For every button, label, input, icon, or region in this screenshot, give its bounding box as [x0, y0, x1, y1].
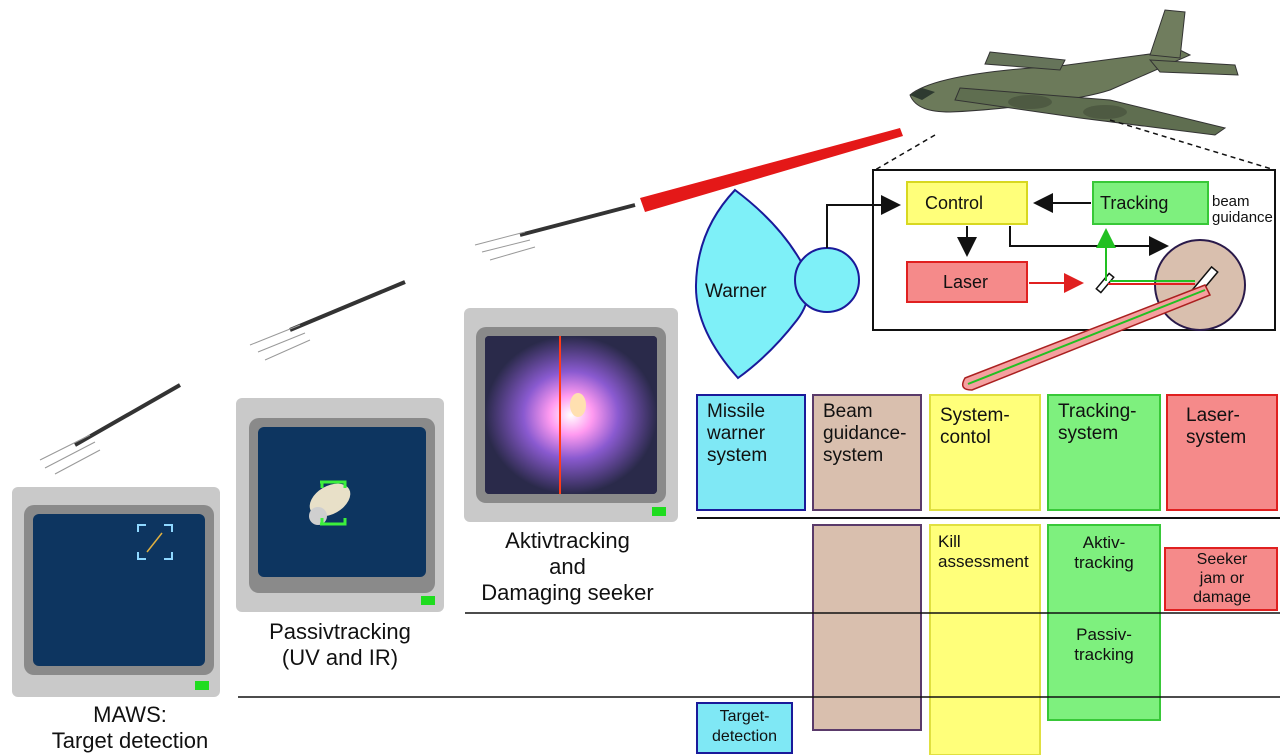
bg-line1: Beam	[823, 401, 873, 422]
aktiv-line1: Aktiv-	[1082, 533, 1126, 552]
tracking-lower-column	[1047, 524, 1161, 721]
schematic-frame	[872, 169, 1276, 331]
control-box	[906, 181, 1028, 225]
ls-line1: Laser-	[1186, 405, 1240, 426]
laser-beam	[640, 128, 903, 212]
tracking-column	[1047, 394, 1161, 511]
sc-line1: System-	[940, 405, 1010, 426]
system-control-column	[929, 394, 1041, 511]
mw-line3: system	[707, 445, 768, 466]
caption-aktiv-line1: Aktivtracking	[505, 528, 630, 553]
laser-system-label: Laser- system	[1178, 402, 1274, 452]
passiv-line1: Passiv-	[1076, 625, 1132, 644]
tracking-label: Tracking	[1100, 193, 1169, 213]
beam-guidance-line1: beam	[1212, 193, 1250, 210]
target-detection-box	[696, 702, 793, 754]
beam-guidance-line2: guidance	[1212, 209, 1273, 226]
missile-icon-3	[474, 203, 636, 261]
dashed-line-left	[874, 134, 936, 171]
kill-assessment-label: Kill assessment	[932, 530, 1042, 574]
beam-guidance-label: beam guidance	[1212, 194, 1273, 226]
caption-maws-line2: Target detection	[51, 728, 209, 753]
caption-maws: MAWS: Target detection	[40, 702, 220, 754]
sc-line2: contol	[940, 427, 991, 448]
seeker-line1: Seeker	[1196, 551, 1248, 568]
aktiv-line2: tracking	[1074, 553, 1134, 572]
missile-icon-1	[39, 383, 181, 475]
ts-line1: Tracking-	[1058, 401, 1137, 422]
seeker-jam-label: Seeker jam or damage	[1167, 549, 1277, 608]
control-label: Control	[925, 193, 984, 213]
kill-line1: Kill	[938, 532, 961, 551]
monitor-passivtracking	[236, 398, 444, 612]
ls-line2: system	[1186, 427, 1247, 448]
seeker-box	[1164, 547, 1278, 611]
beam-guidance-system-label: Beam guidance- system	[815, 398, 919, 470]
caption-passivtracking: Passivtracking (UV and IR)	[245, 619, 435, 671]
tracking-box	[1092, 181, 1209, 225]
laser-box	[906, 261, 1028, 303]
missile-warner-label: Missile warner system	[699, 398, 803, 470]
target-detection-label: Target- detection	[699, 705, 790, 749]
tracking-system-label: Tracking- system	[1050, 398, 1158, 448]
caption-passiv-line1: Passivtracking	[269, 619, 411, 644]
missile-warner-column	[696, 394, 806, 511]
monitor-maws	[12, 487, 220, 697]
aircraft-icon	[909, 9, 1239, 136]
aktiv-tracking-label: Aktiv- tracking	[1050, 530, 1158, 576]
bg-line2: guidance-	[823, 423, 907, 444]
caption-maws-line1: MAWS:	[93, 702, 167, 727]
missile-icon-2	[249, 280, 406, 361]
seeker-line2: jam or	[1199, 570, 1245, 587]
beam-guidance-column	[812, 394, 922, 511]
caption-passiv-line2: (UV and IR)	[281, 645, 399, 670]
target-line1: Target-	[719, 708, 770, 725]
warner-label: Warner	[705, 281, 767, 302]
caption-aktiv-line3: Damaging seeker	[481, 580, 654, 605]
warner-sensor	[794, 247, 860, 313]
warner-shape	[694, 188, 810, 380]
mw-line1: Missile	[707, 401, 766, 422]
caption-aktivtracking: Aktivtracking and Damaging seeker	[455, 528, 680, 606]
bg-line3: system	[823, 445, 884, 466]
passiv-tracking-label: Passiv- tracking	[1050, 622, 1158, 668]
kill-line2: assessment	[938, 552, 1029, 571]
target-line2: detection	[712, 728, 777, 745]
caption-aktiv-line2: and	[549, 554, 586, 579]
system-control-label: System- contol	[932, 402, 1038, 452]
laser-column	[1166, 394, 1278, 511]
beam-guidance-lower-column	[812, 524, 922, 731]
ts-line2: system	[1058, 423, 1119, 444]
laser-label: Laser	[943, 272, 989, 292]
dashed-line-right	[1109, 119, 1276, 171]
passiv-line2: tracking	[1074, 645, 1134, 664]
kill-assessment-column	[929, 524, 1041, 755]
mw-line2: warner	[707, 423, 766, 444]
monitor-aktivtracking	[464, 308, 678, 522]
seeker-line3: damage	[1193, 589, 1251, 606]
